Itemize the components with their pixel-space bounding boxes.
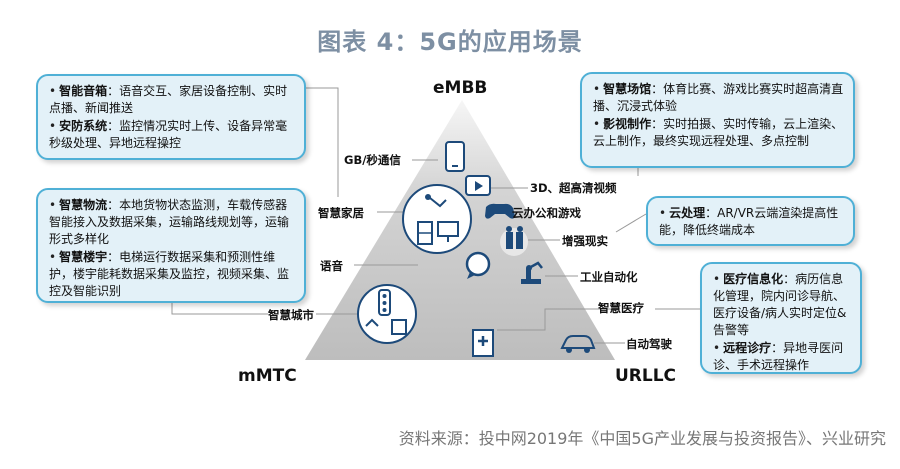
entry-term: 智慧场馆 (603, 82, 652, 96)
connector-mid-right (615, 213, 647, 233)
entry-term: 智慧楼宇 (59, 250, 108, 265)
entry-term: 影视制作 (603, 117, 652, 132)
label-gb-comm: GB/秒通信 (344, 153, 401, 167)
entry-smart-logistics: •智慧物流：本地货物状态监测，车载传感器智能接入及数据采集，运输路线规划等，运输… (49, 198, 290, 247)
entry-term: 医疗信息化 (723, 272, 784, 286)
label-industrial: 工业自动化 (580, 270, 638, 284)
entry-remote-diagnosis: •远程诊疗：异地寻医问诊、手术远程操作 (713, 341, 844, 373)
box-top-left: •智能音箱：语音交互、家居设备控制、实时点播、新闻推送 •安防系统：监控情况实时… (36, 74, 306, 160)
box-mid-left: •智慧物流：本地货物状态监测，车载传感器智能接入及数据采集，运输路线规划等，运输… (36, 188, 306, 303)
entry-smart-speaker: •智能音箱：语音交互、家居设备控制、实时点播、新闻推送 (49, 84, 288, 116)
label-hd-video: 3D、超高清视频 (530, 181, 617, 195)
box-mid-right: •云处理：AR/VR云端渲染提高性能，降低终端成本 (646, 196, 855, 246)
entry-term: 智能音箱 (59, 84, 108, 98)
connector-medical (497, 308, 620, 331)
medical-record-icon (472, 329, 494, 357)
entry-desc: 电梯运行数据采集和预测性维护，楼宇能耗数据采集及监控，视频采集、监控及智能识别 (49, 250, 290, 299)
entry-cloud-processing: •云处理：AR/VR云端渲染提高性能，降低终端成本 (659, 206, 839, 238)
phone-icon (445, 141, 465, 172)
entry-desc: 监控情况实时上传、设备异常毫秒级处理、异地远程操控 (49, 119, 288, 151)
source-note: 资料来源：投中网2019年《中国5G产业发展与投资报告》、兴业研究 (398, 429, 886, 448)
vertex-mmtc: mMTC (238, 366, 297, 386)
label-smart-medical: 智慧医疗 (598, 301, 644, 315)
smart-city-icon (357, 284, 417, 344)
label-smart-home: 智慧家居 (318, 206, 364, 220)
label-ar: 增强现实 (562, 234, 608, 248)
entry-medical-informatization: •医疗信息化：病历信息化管理，院内问诊导航、医疗设备/病人实时定位&告警等 (713, 272, 847, 338)
label-voice: 语音 (320, 259, 343, 273)
entry-term: 云处理 (669, 206, 706, 220)
entry-term: 智慧物流 (59, 198, 108, 212)
vertex-urllc: URLLC (615, 366, 677, 386)
video-play-icon (465, 175, 491, 196)
connector-mid-left (171, 303, 268, 315)
gamepad-icon (485, 203, 515, 219)
connector-top-left (306, 87, 339, 197)
entry-film-production: •影视制作：实时拍摄、实时传输，云上渲染、云上制作，最终实现远程处理、多点控制 (593, 117, 844, 149)
entry-term: 安防系统 (59, 119, 108, 134)
label-cloud-office: 云办公和游戏 (512, 206, 581, 220)
entry-desc: 实时拍摄、实时传输，云上渲染、云上制作，最终实现远程处理、多点控制 (593, 117, 844, 149)
box-top-right: •智慧场馆：体育比赛、游戏比赛实时超高清直播、沉浸式体验 •影视制作：实时拍摄、… (580, 72, 855, 168)
entry-smart-venue: •智慧场馆：体育比赛、游戏比赛实时超高清直播、沉浸式体验 (593, 82, 844, 114)
entry-desc: 异地寻医问诊、手术远程操作 (713, 341, 844, 373)
page-title: 图表 4：5G的应用场景 (317, 28, 583, 56)
entry-smart-building: •智慧楼宇：电梯运行数据采集和预测性维护，楼宇能耗数据采集及监控，视频采集、监控… (49, 250, 290, 299)
box-bottom-right: •医疗信息化：病历信息化管理，院内问诊导航、医疗设备/病人实时定位&告警等 •远… (700, 262, 862, 374)
entry-desc: AR/VR云端渲染提高性能，降低终端成本 (659, 206, 839, 238)
entry-desc: 体育比赛、游戏比赛实时超高清直播、沉浸式体验 (593, 82, 844, 114)
entry-desc: 语音交互、家居设备控制、实时点播、新闻推送 (49, 84, 288, 116)
entry-desc: 病历信息化管理，院内问诊导航、医疗设备/病人实时定位&告警等 (713, 272, 847, 338)
entry-desc: 本地货物状态监测，车载传感器智能接入及数据采集，运输路线规划等，运输形式多样化 (49, 198, 290, 247)
entry-term: 远程诊疗 (723, 341, 772, 356)
smart-home-icon (402, 184, 472, 254)
connector-lines (171, 87, 700, 344)
chat-bubble-icon (465, 251, 491, 279)
robot-arm-icon (521, 261, 543, 284)
car-icon (560, 335, 596, 353)
label-smart-city: 智慧城市 (268, 308, 314, 322)
ar-users-icon (500, 226, 528, 256)
entry-security-system: •安防系统：监控情况实时上传、设备异常毫秒级处理、异地远程操控 (49, 119, 288, 151)
vertex-embb: eMBB (433, 78, 488, 98)
label-auto-drive: 自动驾驶 (626, 337, 672, 351)
